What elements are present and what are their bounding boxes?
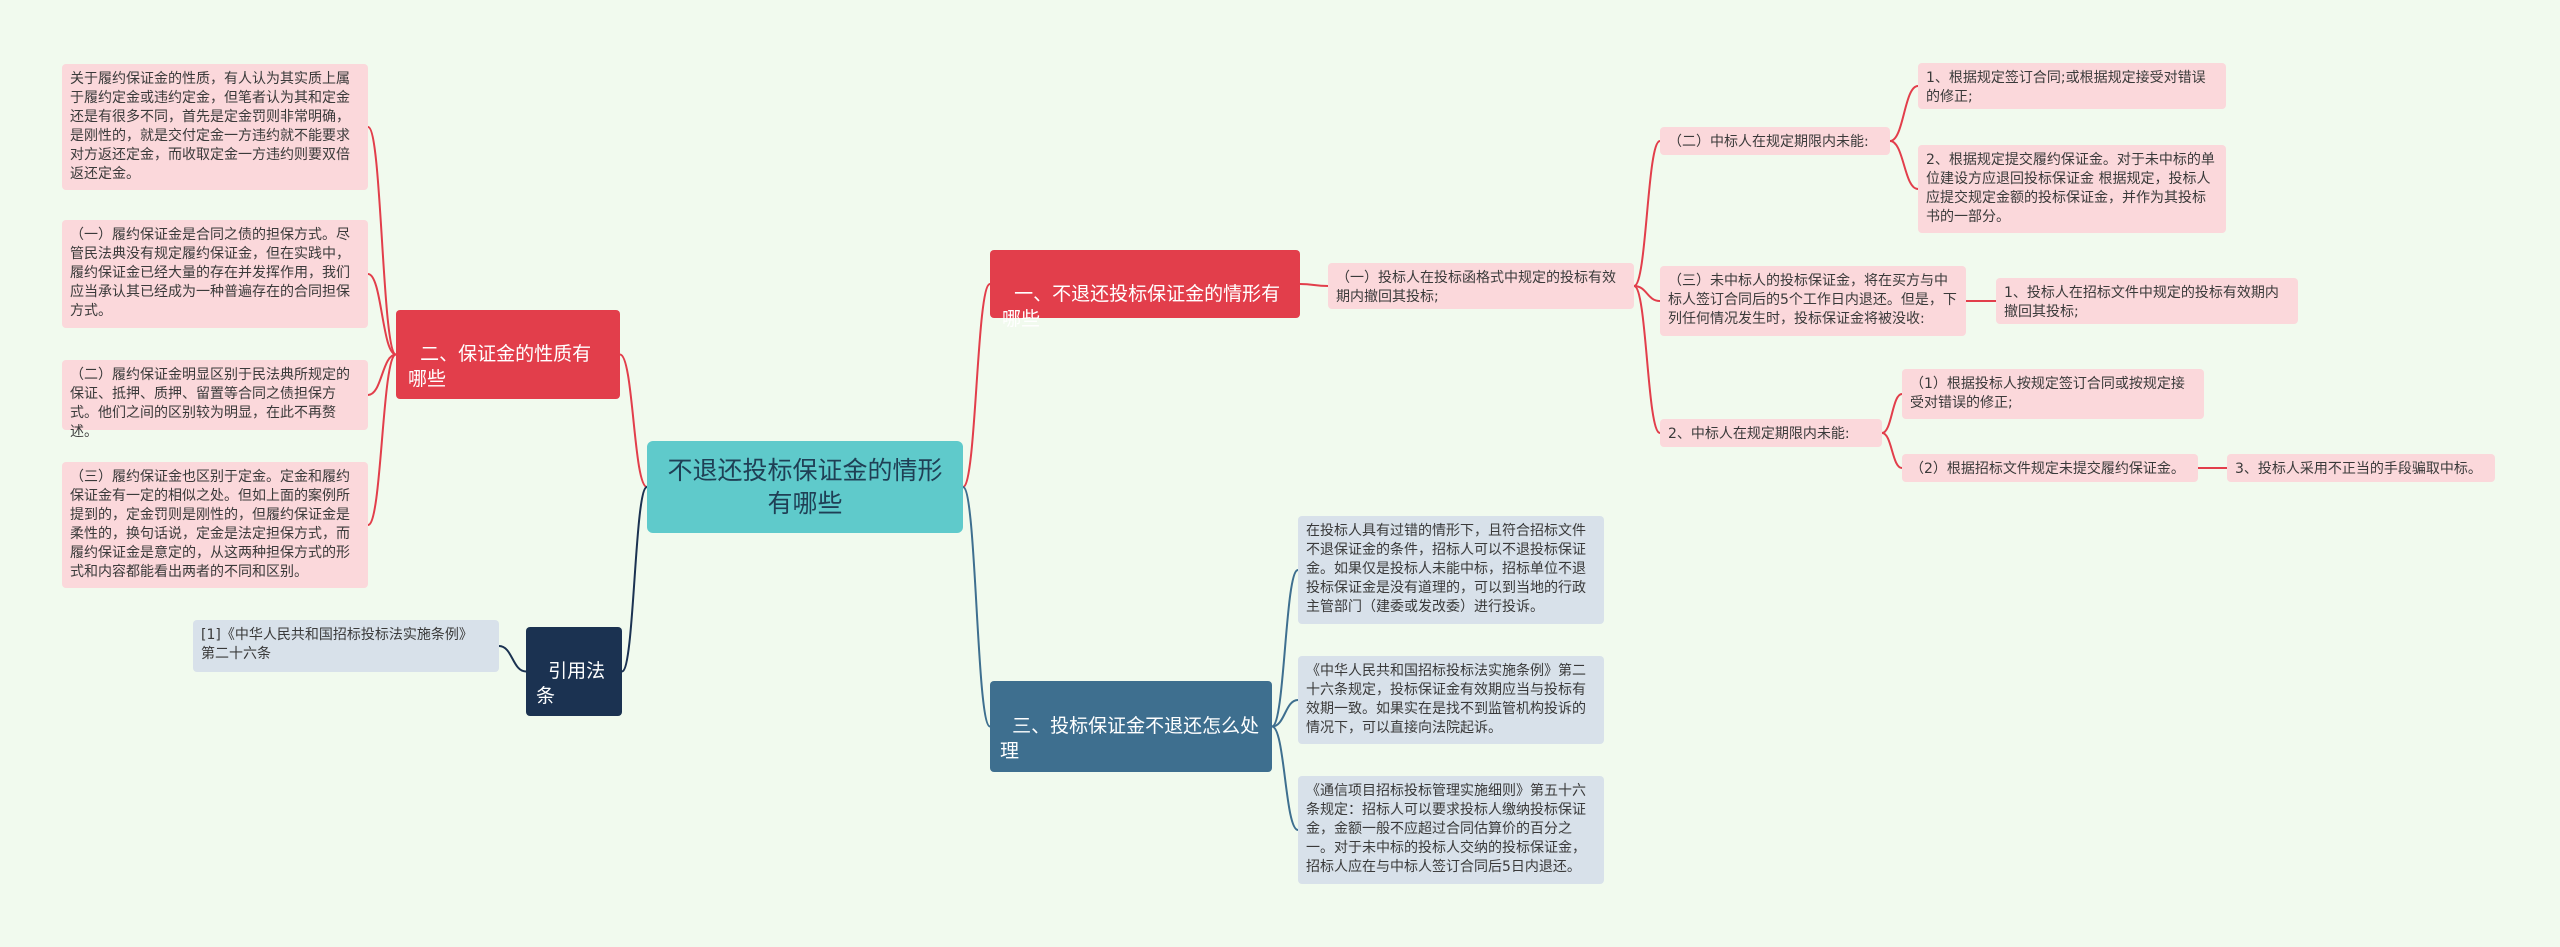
connector-root-topic-branch-nature-of-deposit xyxy=(619,353,648,488)
branch-nature-label: 二、保证金的性质有哪些 xyxy=(408,343,592,390)
case-group3-extra[interactable]: 3、投标人采用不正当的手段骗取中标。 xyxy=(2227,454,2495,482)
law-leaf-1[interactable]: [1]《中华人民共和国招标投标法实施条例》 第二十六条 xyxy=(193,620,499,672)
handle-leaf-3[interactable]: 《通信项目招标投标管理实施细则》第五十六条规定：招标人可以要求投标人缴纳投标保证… xyxy=(1298,776,1604,884)
handle-leaf-2[interactable]: 《中华人民共和国招标投标法实施条例》第二十六条规定，投标保证金有效期应当与投标有… xyxy=(1298,656,1604,744)
branch-handle-label: 三、投标保证金不退还怎么处理 xyxy=(1000,715,1260,762)
case-group-non-winner[interactable]: （三）未中标人的投标保证金，将在买方与中标人签订合同后的5个工作日内退还。但是，… xyxy=(1660,266,1966,336)
branch-cases-not-refunded[interactable]: 一、不退还投标保证金的情形有哪些 xyxy=(990,250,1300,330)
connector-case-group-winner-fails-2-case-group3-item-2 xyxy=(1881,432,1903,469)
connector-case-group-winner-fails-case-group1-item-1 xyxy=(1889,85,1919,142)
branch-law-label: 引用法条 xyxy=(536,660,606,707)
root-topic-label: 不退还投标保证金的情形有哪些 xyxy=(667,456,943,518)
connector-case-group-winner-fails-2-case-group3-item-1 xyxy=(1881,393,1903,434)
connector-branch-nature-of-deposit-nature-leaf-3 xyxy=(367,353,397,396)
handle-leaf-1[interactable]: 在投标人具有过错的情形下，且符合招标文件不退保证金的条件，招标人可以不退投标保证… xyxy=(1298,516,1604,624)
case-group-winner-fails[interactable]: （二）中标人在规定期限内未能: xyxy=(1660,127,1890,155)
root-topic[interactable]: 不退还投标保证金的情形有哪些 xyxy=(647,441,963,533)
connector-branch-nature-of-deposit-nature-leaf-1 xyxy=(367,126,397,356)
connector-branch-nature-of-deposit-nature-leaf-2 xyxy=(367,273,397,356)
connector-case-withdraw-bid-case-group-winner-fails xyxy=(1633,140,1661,287)
case-group1-item-2[interactable]: 2、根据规定提交履约保证金。对于未中标的单位建设方应退回投标保证金 根据规定，投… xyxy=(1918,145,2226,233)
connector-root-topic-branch-how-to-handle xyxy=(962,486,991,728)
case-group2-item-1[interactable]: 1、投标人在招标文件中规定的投标有效期内撤回其投标; xyxy=(1996,278,2298,324)
branch-how-to-handle[interactable]: 三、投标保证金不退还怎么处理 xyxy=(990,681,1272,772)
nature-leaf-1[interactable]: 关于履约保证金的性质，有人认为其实质上属于履约定金或违约定金，但笔者认为其和定金… xyxy=(62,64,368,190)
connector-case-withdraw-bid-case-group-non-winner xyxy=(1633,285,1661,302)
case-group3-item-2[interactable]: （2）根据招标文件规定未提交履约保证金。 xyxy=(1902,454,2198,482)
connector-branch-how-to-handle-handle-leaf-3 xyxy=(1271,725,1299,831)
branch-nature-of-deposit[interactable]: 二、保证金的性质有哪些 xyxy=(396,310,620,399)
connector-case-group-winner-fails-case-group1-item-2 xyxy=(1889,140,1919,190)
connector-branch-how-to-handle-handle-leaf-1 xyxy=(1271,569,1299,728)
connector-branch-cases-not-refunded-case-withdraw-bid xyxy=(1299,283,1329,287)
connector-branch-how-to-handle-handle-leaf-2 xyxy=(1271,699,1299,728)
branch-cited-law[interactable]: 引用法条 xyxy=(526,627,622,716)
case-withdraw-bid[interactable]: （一）投标人在投标函格式中规定的投标有效期内撤回其投标; xyxy=(1328,263,1634,309)
case-group1-item-1[interactable]: 1、根据规定签订合同;或根据规定接受对错误的修正; xyxy=(1918,63,2226,109)
connector-branch-nature-of-deposit-nature-leaf-4 xyxy=(367,353,397,526)
nature-leaf-3[interactable]: （二）履约保证金明显区别于民法典所规定的保证、抵押、质押、留置等合同之债担保方式… xyxy=(62,360,368,440)
connector-root-topic-branch-cited-law xyxy=(621,486,648,673)
connector-case-withdraw-bid-case-group-winner-fails-2 xyxy=(1633,285,1661,434)
connector-branch-cited-law-law-leaf-1 xyxy=(498,645,527,673)
case-group-winner-fails-2[interactable]: 2、中标人在规定期限内未能: xyxy=(1660,419,1882,447)
branch-cases-label: 一、不退还投标保证金的情形有哪些 xyxy=(1002,283,1281,330)
connector-root-topic-branch-cases-not-refunded xyxy=(962,283,991,488)
case-group3-item-1[interactable]: （1）根据投标人按规定签订合同或按规定接受对错误的修正; xyxy=(1902,369,2204,419)
nature-leaf-2[interactable]: （一）履约保证金是合同之债的担保方式。尽管民法典没有规定履约保证金，但在实践中，… xyxy=(62,220,368,328)
nature-leaf-4[interactable]: （三）履约保证金也区别于定金。定金和履约保证金有一定的相似之处。但如上面的案例所… xyxy=(62,462,368,588)
